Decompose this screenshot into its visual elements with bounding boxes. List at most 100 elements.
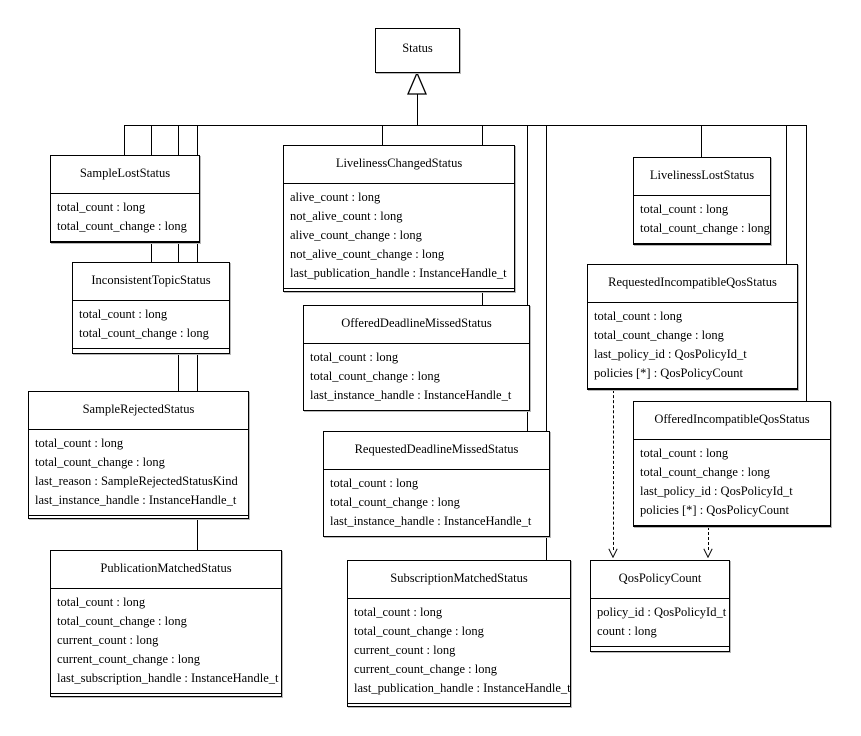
class-operations-publication-matched-status [51,694,281,707]
attribute: total_count_change : long [79,325,209,340]
class-attributes-offered-incompatible-qos-status: total_count : long total_count_change : … [634,440,830,526]
class-attributes-qos-policy-count: policy_id : QosPolicyId_t count : long [591,599,729,647]
class-name-publication-matched-status: PublicationMatchedStatus [51,551,281,589]
attribute: not_alive_count : long [290,208,403,223]
class-name-liveliness-lost-status: LivelinessLostStatus [634,158,770,196]
class-attributes-inconsistent-topic-status: total_count : long total_count_change : … [73,301,229,349]
attribute: last_policy_id : QosPolicyId_t [640,483,793,498]
class-box-liveliness-lost-status[interactable]: LivelinessLostStatus total_count : long … [633,157,771,245]
attribute: total_count_change : long [57,218,187,233]
class-operations-qos-policy-count [591,647,729,660]
attribute: total_count : long [640,445,729,460]
generalization-leg-liveliness-lost [701,125,702,158]
attribute: last_subscription_handle : InstanceHandl… [57,670,279,685]
generalization-leg-offered-incompatible-qos [806,125,807,402]
attribute: total_count : long [330,475,419,490]
generalization-bus [124,125,806,126]
generalization-leg-subscription-matched [546,125,547,561]
class-name-sample-lost-status: SampleLostStatus [51,156,199,194]
attribute: total_count : long [57,594,146,609]
attribute: total_count_change : long [594,327,724,342]
attribute: policy_id : QosPolicyId_t [597,604,727,619]
class-operations-subscription-matched-status [348,704,570,717]
class-attributes-liveliness-changed-status: alive_count : long not_alive_count : lon… [284,184,514,289]
dependency-line-requested-to-qospolicycount [613,390,614,550]
attribute: current_count_change : long [354,661,498,676]
attribute: total_count_change : long [640,464,770,479]
class-box-liveliness-changed-status[interactable]: LivelinessChangedStatus alive_count : lo… [283,145,515,292]
class-box-sample-lost-status[interactable]: SampleLostStatus total_count : long tota… [50,155,200,243]
attribute: total_count : long [79,306,168,321]
class-operations-requested-incompatible-qos-status [588,389,797,402]
attribute: total_count : long [354,604,443,619]
class-attributes-sample-lost-status: total_count : long total_count_change : … [51,194,199,242]
class-name-requested-deadline-missed-status: RequestedDeadlineMissedStatus [324,432,549,470]
generalization-leg-sample-lost [124,125,125,156]
class-operations-liveliness-lost-status [634,244,770,257]
class-attributes-liveliness-lost-status: total_count : long total_count_change : … [634,196,770,244]
class-operations-liveliness-changed-status [284,289,514,302]
class-box-status[interactable]: Status [375,28,460,73]
attribute: last_reason : SampleRejectedStatusKind [35,473,238,488]
dependency-arrowhead-requested-to-qospolicycount [608,548,618,558]
class-box-qos-policy-count[interactable]: QosPolicyCount policy_id : QosPolicyId_t… [590,560,730,652]
attribute: last_policy_id : QosPolicyId_t [594,346,747,361]
class-name-subscription-matched-status: SubscriptionMatchedStatus [348,561,570,599]
attribute: total_count : long [640,201,729,216]
attribute: total_count : long [57,199,146,214]
attribute: total_count : long [35,435,124,450]
class-name-requested-incompatible-qos-status: RequestedIncompatibleQosStatus [588,265,797,303]
class-name-offered-deadline-missed-status: OfferedDeadlineMissedStatus [304,306,529,344]
class-operations-offered-deadline-missed-status [304,411,529,424]
generalization-leg-sample-rejected [178,125,179,392]
class-box-requested-incompatible-qos-status[interactable]: RequestedIncompatibleQosStatus total_cou… [587,264,798,390]
dependency-arrowhead-offered-to-qospolicycount [703,548,713,558]
class-attributes-offered-deadline-missed-status: total_count : long total_count_change : … [304,344,529,411]
attribute: current_count_change : long [57,651,201,666]
generalization-leg-requested-deadline-missed [527,125,528,432]
class-box-publication-matched-status[interactable]: PublicationMatchedStatus total_count : l… [50,550,282,697]
attribute: policies [*] : QosPolicyCount [594,365,743,380]
attribute: total_count_change : long [640,220,770,235]
attribute: last_instance_handle : InstanceHandle_t [330,513,532,528]
class-operations-sample-rejected-status [29,516,248,529]
generalization-stem [417,94,418,126]
class-box-sample-rejected-status[interactable]: SampleRejectedStatus total_count : long … [28,391,249,519]
class-name-sample-rejected-status: SampleRejectedStatus [29,392,248,430]
attribute: last_instance_handle : InstanceHandle_t [310,387,512,402]
class-box-requested-deadline-missed-status[interactable]: RequestedDeadlineMissedStatus total_coun… [323,431,550,537]
class-box-subscription-matched-status[interactable]: SubscriptionMatchedStatus total_count : … [347,560,571,707]
attribute: not_alive_count_change : long [290,246,445,261]
class-attributes-publication-matched-status: total_count : long total_count_change : … [51,589,281,694]
attribute: total_count_change : long [35,454,165,469]
generalization-leg-liveliness-changed [382,125,383,146]
class-name-inconsistent-topic-status: InconsistentTopicStatus [73,263,229,301]
class-attributes-requested-incompatible-qos-status: total_count : long total_count_change : … [588,303,797,389]
class-name-qos-policy-count: QosPolicyCount [591,561,729,599]
attribute: total_count_change : long [330,494,460,509]
class-name-offered-incompatible-qos-status: OfferedIncompatibleQosStatus [634,402,830,440]
attribute: current_count : long [57,632,159,647]
class-operations-requested-deadline-missed-status [324,537,549,550]
class-name-status: Status [402,41,433,55]
class-operations-offered-incompatible-qos-status [634,526,830,539]
class-attributes-requested-deadline-missed-status: total_count : long total_count_change : … [324,470,549,537]
attribute: alive_count_change : long [290,227,422,242]
class-operations-inconsistent-topic-status [73,349,229,362]
generalization-leg-requested-incompatible-qos [786,125,787,265]
attribute: total_count_change : long [310,368,440,383]
generalization-arrowhead-status [407,73,427,95]
attribute: current_count : long [354,642,456,657]
attribute: total_count : long [310,349,399,364]
class-box-offered-incompatible-qos-status[interactable]: OfferedIncompatibleQosStatus total_count… [633,401,831,527]
attribute: last_publication_handle : InstanceHandle… [290,265,507,280]
dependency-line-offered-to-qospolicycount [708,527,709,550]
class-attributes-sample-rejected-status: total_count : long total_count_change : … [29,430,248,516]
class-box-inconsistent-topic-status[interactable]: InconsistentTopicStatus total_count : lo… [72,262,230,354]
class-attributes-subscription-matched-status: total_count : long total_count_change : … [348,599,571,704]
attribute: total_count_change : long [57,613,187,628]
class-name-liveliness-changed-status: LivelinessChangedStatus [284,146,514,184]
attribute: last_instance_handle : InstanceHandle_t [35,492,237,507]
class-box-offered-deadline-missed-status[interactable]: OfferedDeadlineMissedStatus total_count … [303,305,530,411]
